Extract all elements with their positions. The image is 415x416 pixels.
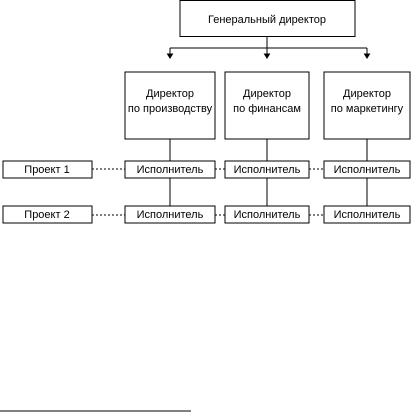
director-1-box [124,71,216,140]
performer-1-3-box [323,160,411,179]
director-node-3: Директор по маркетингу [323,71,411,140]
director-3-box [323,71,411,140]
performer-1-1-box [124,160,216,179]
director-1-subtitle: по производству [128,103,213,115]
director-2-subtitle: по финансам [233,103,301,115]
ceo-label: Генеральный директор [208,14,326,26]
performer-1-3-label: Исполнитель [334,164,401,176]
performer-1-1-label: Исполнитель [137,164,204,176]
project-2-box [2,205,93,224]
director-3-title: Директор [343,88,391,100]
director-2-arrowhead [263,53,271,59]
performer-2-3-box [323,205,411,224]
director-2-title: Директор [243,88,291,100]
project-1-box [2,160,93,179]
project-links [92,168,324,216]
hierarchy-connectors [166,37,371,59]
performer-1-2-box [224,160,310,179]
performer-row-2: Исполнитель Исполнитель Исполнитель [124,205,411,224]
director-node-1: Директор по производству [124,71,216,140]
performer-1-2-label: Исполнитель [234,164,301,176]
performer-2-3-label: Исполнитель [334,209,401,221]
project-2-label: Проект 2 [24,209,69,221]
ceo-box [179,0,356,37]
performer-2-2-label: Исполнитель [234,209,301,221]
director-node-2: Директор по финансам [224,71,310,140]
performer-row-1: Исполнитель Исполнитель Исполнитель [124,160,411,179]
director-3-arrowhead [363,53,371,59]
project-1-label: Проект 1 [24,164,69,176]
director-1-arrowhead [166,53,174,59]
performer-2-1-box [124,205,216,224]
performer-2-2-box [224,205,310,224]
performer-2-1-label: Исполнитель [137,209,204,221]
project-node-1: Проект 1 [2,160,93,179]
director-3-subtitle: по маркетингу [331,103,404,115]
ceo-node: Генеральный директор [179,0,356,37]
project-node-2: Проект 2 [2,205,93,224]
director-1-title: Директор [146,88,194,100]
director-2-box [224,71,310,140]
